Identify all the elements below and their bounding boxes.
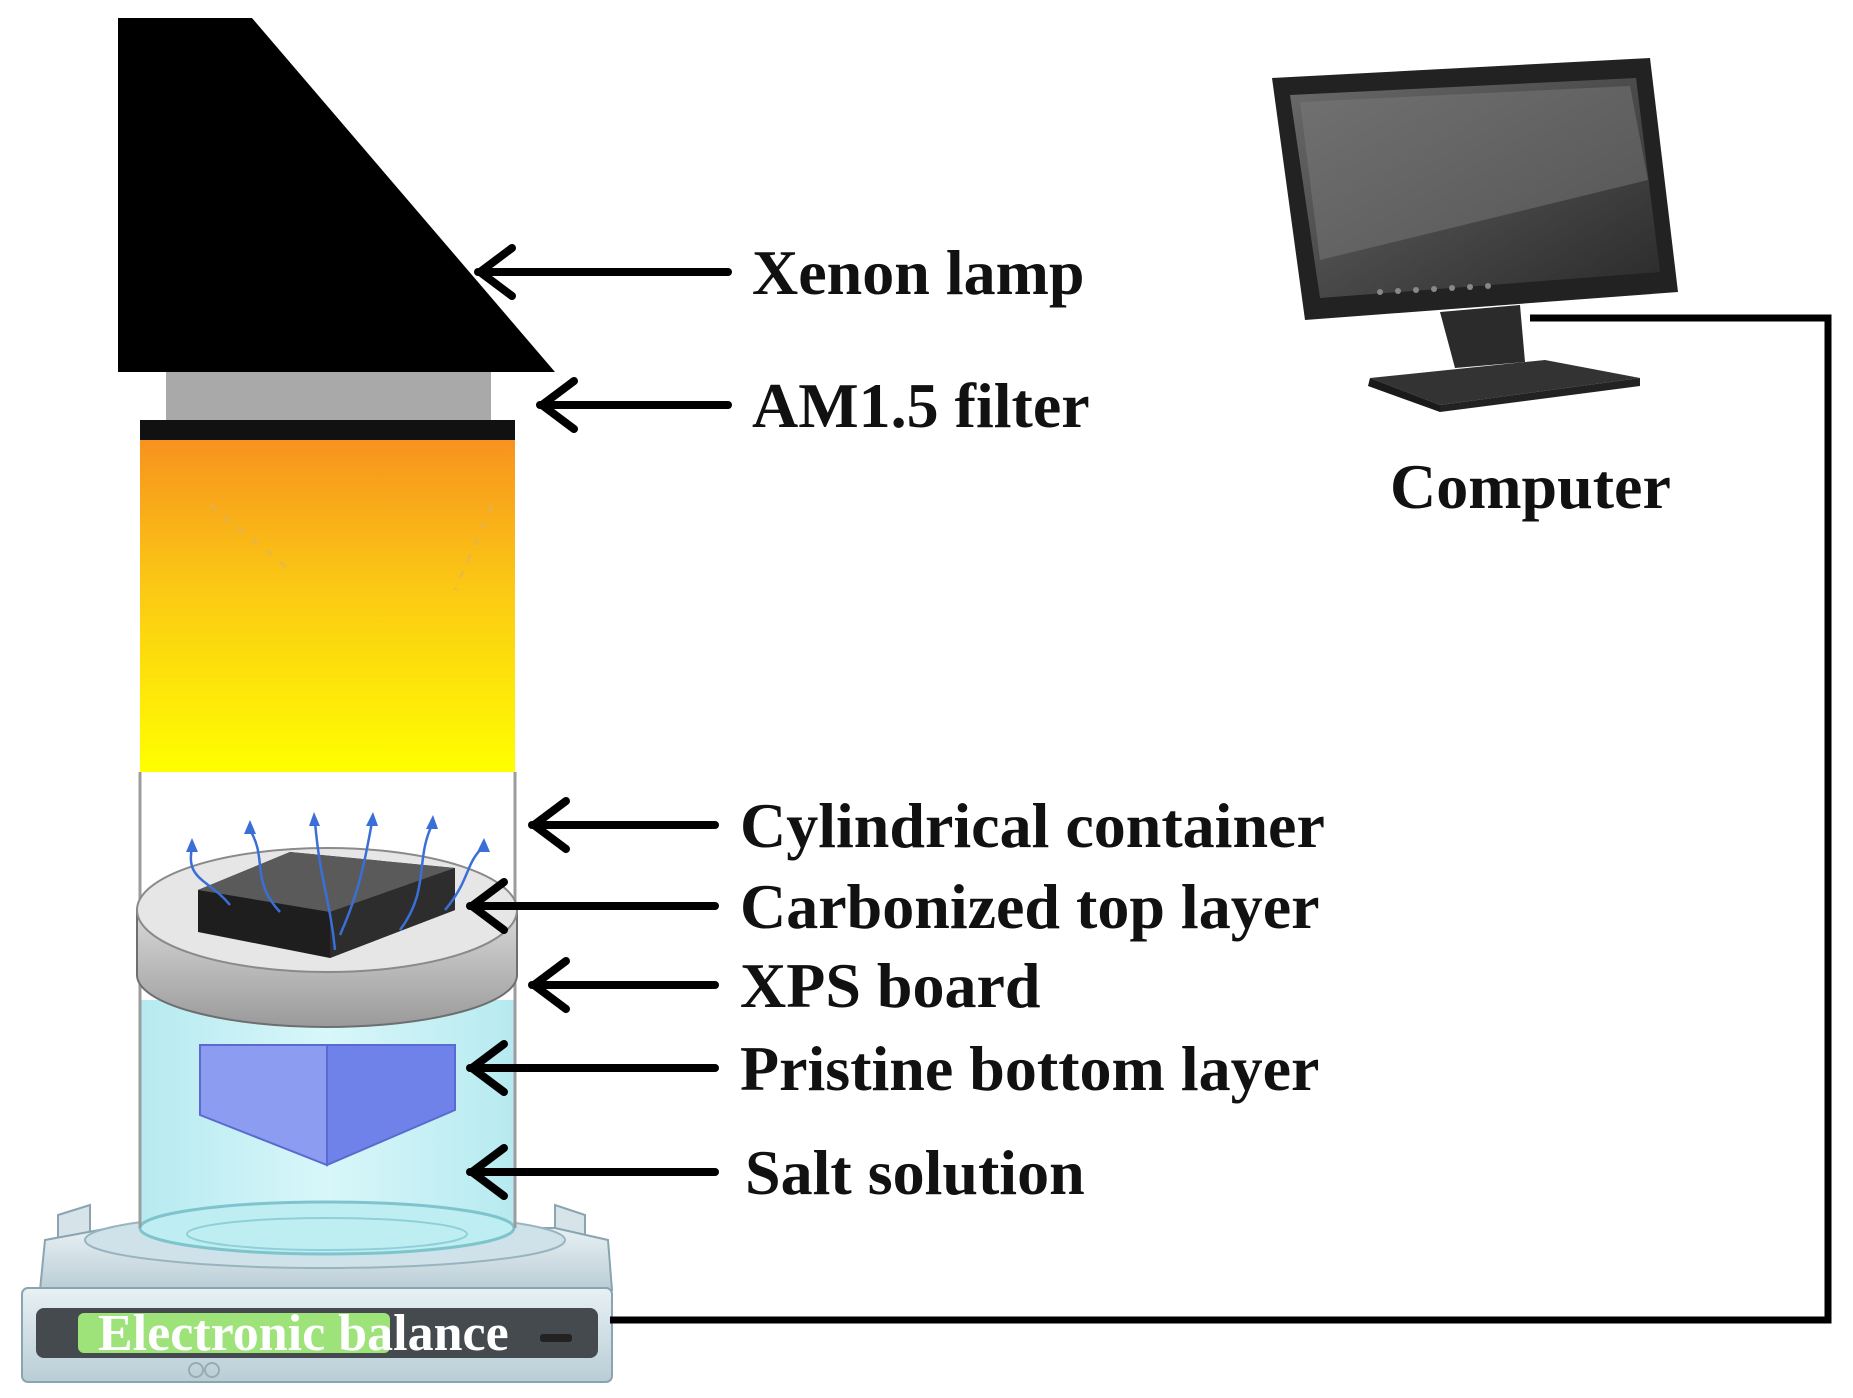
arrow-cylindrical-container: [528, 797, 719, 853]
pristine-bottom-layer: [199, 1044, 456, 1167]
arrow-salt-solution: [466, 1144, 719, 1200]
label-computer: Computer: [1390, 451, 1671, 522]
label-am-filter: AM1.5 filter: [752, 370, 1090, 441]
monitor-icon: [1272, 58, 1678, 412]
arrow-xenon-lamp: [474, 244, 732, 300]
arrow-pristine-bottom-layer: [466, 1040, 719, 1096]
vapor-arrow-icon: [186, 812, 490, 951]
label-electronic-balance: Electronic balance: [98, 1305, 509, 1362]
label-arrows: [466, 244, 732, 1200]
arrow-carbonized-top-layer: [466, 878, 719, 934]
label-xenon-lamp: Xenon lamp: [752, 237, 1085, 308]
label-salt-solution: Salt solution: [745, 1137, 1085, 1208]
label-carbonized-top-layer: Carbonized top layer: [740, 871, 1320, 942]
arrow-am-filter: [536, 377, 732, 433]
xenon-lamp-icon: [118, 18, 555, 372]
label-cylindrical-container: Cylindrical container: [740, 790, 1325, 861]
filter-icon: [140, 372, 515, 440]
arrow-xps-board: [528, 957, 719, 1013]
label-pristine-bottom-layer: Pristine bottom layer: [740, 1033, 1319, 1104]
label-xps-board: XPS board: [740, 950, 1041, 1021]
light-column: [140, 440, 515, 772]
data-cable: [610, 314, 1832, 1324]
